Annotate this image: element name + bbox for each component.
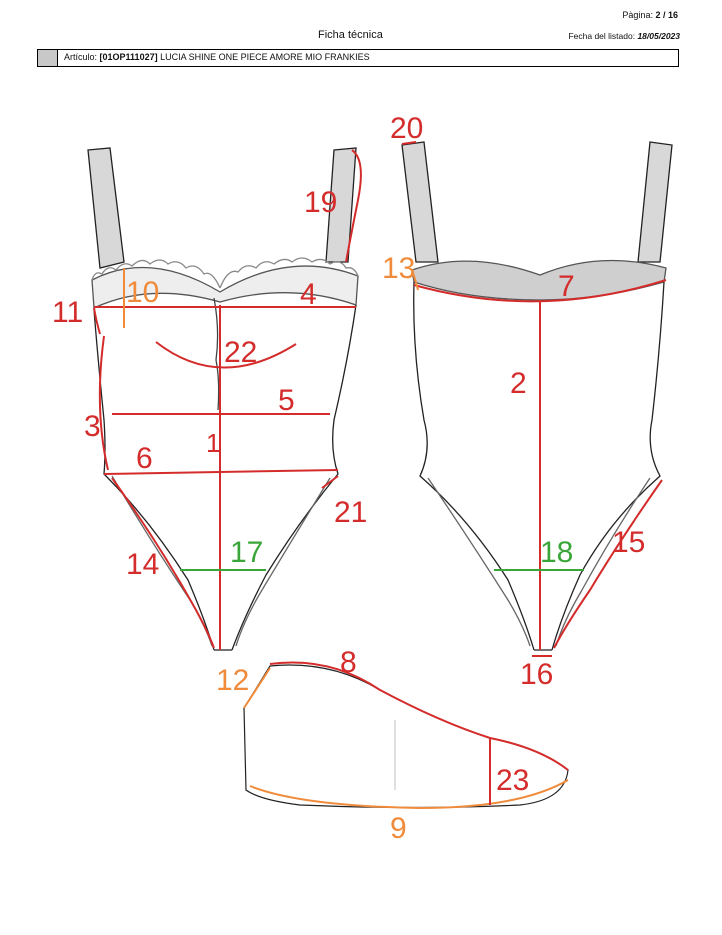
label-19: 19 [304,186,337,219]
article-swatch [38,50,58,66]
measure-line-19 [345,149,362,263]
measure-line-21 [321,475,339,489]
label-1: 1 [206,428,220,458]
measurement-labels: 1 2 3 4 5 6 7 8 9 10 11 12 13 14 15 16 1… [52,112,645,845]
label-4: 4 [300,278,317,311]
label-20: 20 [390,112,423,145]
article-code: [01OP111027] [99,52,158,62]
label-18: 18 [540,536,573,569]
measure-line-22 [155,341,297,369]
label-23: 23 [496,764,529,797]
label-5: 5 [278,384,295,417]
label-22: 22 [224,336,257,369]
measure-line-13 [411,269,419,291]
article-text: Artículo: [01OP111027] LUCIA SHINE ONE P… [64,52,370,62]
measurement-lines [93,141,667,810]
document-title: Ficha técnica [318,29,383,41]
label-6: 6 [136,442,153,475]
label-15: 15 [612,526,645,559]
page-number: Pàgina: 2 / 16 [622,10,678,20]
back-left-leg-ruffle [427,477,531,647]
label-10: 10 [126,276,159,309]
label-2: 2 [510,367,527,400]
back-view-sketch [401,141,673,651]
front-left-strap [87,147,125,269]
article-label: Artículo: [64,52,98,62]
technical-drawing: 1 2 3 4 5 6 7 8 9 10 11 12 13 14 15 16 1… [52,112,673,845]
label-17: 17 [230,536,263,569]
front-cups [91,265,359,309]
front-right-leg-ruffle [235,477,331,647]
listing-date-label: Fecha del listado: [568,31,636,41]
measure-line-20 [401,141,417,145]
back-left-strap [401,141,439,263]
front-right-ruffle [219,257,359,289]
label-11: 11 [52,296,83,329]
label-16: 16 [520,658,553,691]
front-left-ruffle [91,259,221,289]
measure-line-6 [103,469,339,475]
back-right-leg-ruffle [555,477,651,647]
article-bar: Artículo: [01OP111027] LUCIA SHINE ONE P… [37,49,679,67]
label-13: 13 [382,252,415,285]
measure-line-15 [553,479,663,649]
page-number-value: 2 / 16 [655,10,678,20]
measure-line-12 [243,667,271,709]
measure-line-3 [98,335,109,471]
measure-line-14 [111,477,215,649]
label-9: 9 [390,812,407,845]
measure-line-9 [249,779,569,810]
front-left-side [93,309,215,651]
label-12: 12 [216,664,249,697]
back-right-strap [637,141,673,263]
back-left-side [413,281,535,651]
measure-line-11 [93,307,101,335]
label-21: 21 [334,496,367,529]
measure-line-7 [413,279,667,303]
listing-date-value: 18/05/2023 [637,31,680,41]
front-center-tie [213,297,220,411]
listing-date: Fecha del listado: 18/05/2023 [568,31,680,41]
label-14: 14 [126,548,159,581]
label-3: 3 [84,410,101,443]
label-7: 7 [558,270,575,303]
back-right-side [551,281,665,651]
front-right-strap [325,147,357,263]
label-8: 8 [340,646,357,679]
page-number-label: Pàgina: [622,10,653,20]
measure-line-8 [269,661,569,771]
article-name: LUCIA SHINE ONE PIECE AMORE MIO FRANKIES [160,52,370,62]
